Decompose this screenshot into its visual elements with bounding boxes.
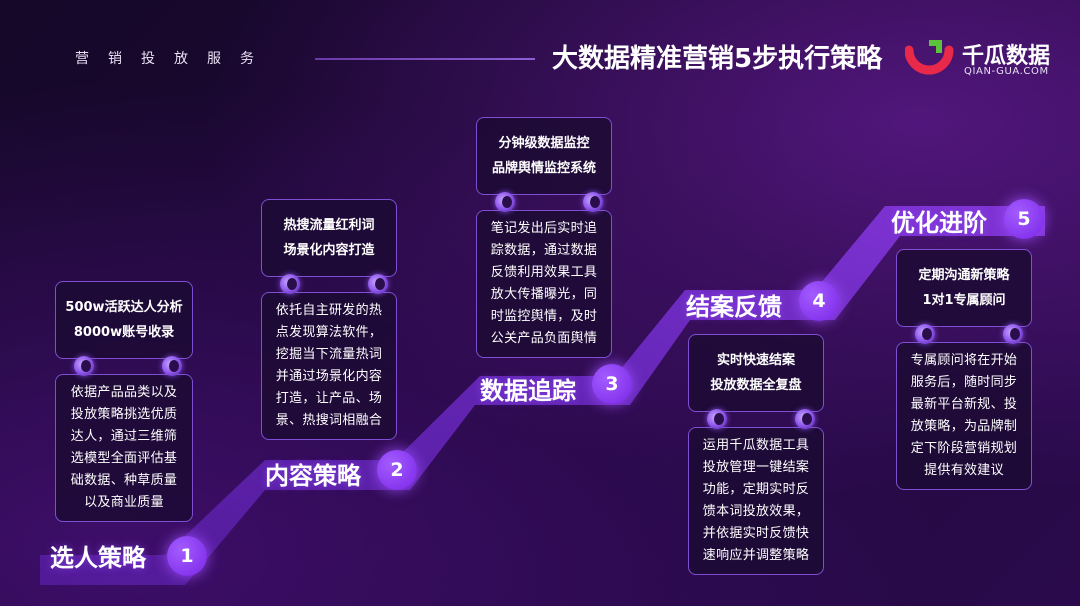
step-4-label: 结案反馈 [686,293,782,321]
step-3-body-line-4: 放大传播曝光，同 [490,287,598,302]
step-4-card-body: 运用千瓜数据工具 投放管理一键结案 功能，定期实时反 馈本词投放效果， 并依据实… [688,427,824,575]
step-1-body-line-6: 以及商业质量 [84,495,164,510]
step-2-card-body: 依托自主研发的热 点发现算法软件， 挖掘当下流量热词 并通过场景化内容 打造，让… [261,292,397,440]
section-label: 营销投放服务 [75,51,273,67]
step-2-body-line-4: 并通过场景化内容 [275,369,383,384]
step-5-body-line-6: 提供有效建议 [924,463,1004,478]
step-5-body-line-3: 最新平台新规、投 [910,397,1018,412]
step-1-body-line-3: 达人，通过三维筛 [70,429,178,444]
step-2-card-header: 热搜流量红利词 场景化内容打造 [261,199,397,277]
step-4-header-line-2: 投放数据全复盘 [710,378,802,393]
step-3-body-line-2: 踪数据，通过数据 [490,243,598,258]
step-1-card-header: 500w活跃达人分析 8000w账号收录 [55,281,193,359]
step-4-body-line-6: 速响应并调整策略 [702,548,810,563]
step-2-header-line-2: 场景化内容打造 [283,243,375,258]
step-5-body-line-2: 服务后，随时同步 [910,375,1018,390]
connector-ring-icon [495,192,515,212]
step-1-body-line-4: 选模型全面评估基 [70,451,178,466]
step-4-body-line-1: 运用千瓜数据工具 [702,438,810,453]
step-5-header-line-2: 1对1专属顾问 [922,293,1006,308]
step-1-number-badge: 1 [167,536,207,576]
step-2-number-badge: 2 [377,450,417,490]
step-2-body-line-6: 景、热搜词相融合 [275,413,383,428]
connector-ring-icon [1003,324,1023,344]
step-3-number-badge: 3 [592,364,632,404]
step-1-header-line-2: 8000w账号收录 [73,325,175,340]
step-2-header-line-1: 热搜流量红利词 [283,218,375,233]
step-5-number-badge: 5 [1004,199,1044,239]
connector-ring-icon [707,409,727,429]
step-4-body-line-4: 馈本词投放效果， [702,504,810,519]
qiangua-logo-icon [905,40,954,75]
step-1-body-line-5: 础数据、种草质量 [70,473,178,488]
step-5-body-line-4: 放策略，为品牌制 [910,419,1018,434]
step-3-body-line-1: 笔记发出后实时追 [490,221,598,236]
step-2-body-line-5: 打造，让产品、场 [275,391,383,406]
step-4-body-line-5: 并依据实时反馈快 [702,526,810,541]
step-3-label: 数据追踪 [480,377,576,405]
step-1-body-line-1: 依据产品品类以及 [70,385,178,400]
connector-ring-icon [162,356,182,376]
step-3-card-body: 笔记发出后实时追 踪数据，通过数据 反馈利用效果工具 放大传播曝光，同 时监控舆… [476,210,612,358]
header-divider [315,58,535,60]
step-3-card-header: 分钟级数据监控 品牌舆情监控系统 [476,117,612,195]
step-4-number-badge: 4 [799,281,839,321]
logo-name: 千瓜数据 [962,44,1051,69]
step-4-card-header: 实时快速结案 投放数据全复盘 [688,334,824,412]
connector-ring-icon [280,274,300,294]
connector-ring-icon [795,409,815,429]
step-1-card-body: 依据产品品类以及 投放策略挑选优质 达人，通过三维筛 选模型全面评估基 础数据、… [55,374,193,522]
step-4-body-line-2: 投放管理一键结案 [702,460,810,475]
logo-domain: QIAN-GUA.COM [964,66,1049,77]
step-4-body-line-3: 功能，定期实时反 [702,482,810,497]
step-5-body-line-5: 定下阶段营销规划 [910,441,1018,456]
step-3-header-line-1: 分钟级数据监控 [498,136,590,151]
step-3-body-line-6: 公关产品负面舆情 [490,331,598,346]
step-4-header-line-1: 实时快速结案 [716,353,795,368]
step-2-body-line-1: 依托自主研发的热 [275,303,383,318]
step-1-body-line-2: 投放策略挑选优质 [70,407,178,422]
step-5-header-line-1: 定期沟通新策略 [918,268,1010,283]
step-3-body-line-3: 反馈利用效果工具 [490,265,598,280]
step-5-body-line-1: 专属顾问将在开始 [910,353,1018,368]
step-2-body-line-3: 挖掘当下流量热词 [275,347,383,362]
step-3-body-line-5: 时监控舆情，及时 [490,309,598,324]
connector-ring-icon [74,356,94,376]
connector-ring-icon [915,324,935,344]
step-1-label: 选人策略 [50,544,146,572]
connector-ring-icon [368,274,388,294]
step-5-label: 优化进阶 [891,209,987,237]
step-2-body-line-2: 点发现算法软件， [275,325,383,340]
step-5-card-body: 专属顾问将在开始 服务后，随时同步 最新平台新规、投 放策略，为品牌制 定下阶段… [896,342,1032,490]
step-5-card-header: 定期沟通新策略 1对1专属顾问 [896,249,1032,327]
step-1-header-line-1: 500w活跃达人分析 [65,300,183,315]
page-title: 大数据精准营销5步执行策略 [552,44,883,74]
connector-ring-icon [583,192,603,212]
step-2-label: 内容策略 [265,462,361,490]
step-3-header-line-2: 品牌舆情监控系统 [491,161,596,176]
